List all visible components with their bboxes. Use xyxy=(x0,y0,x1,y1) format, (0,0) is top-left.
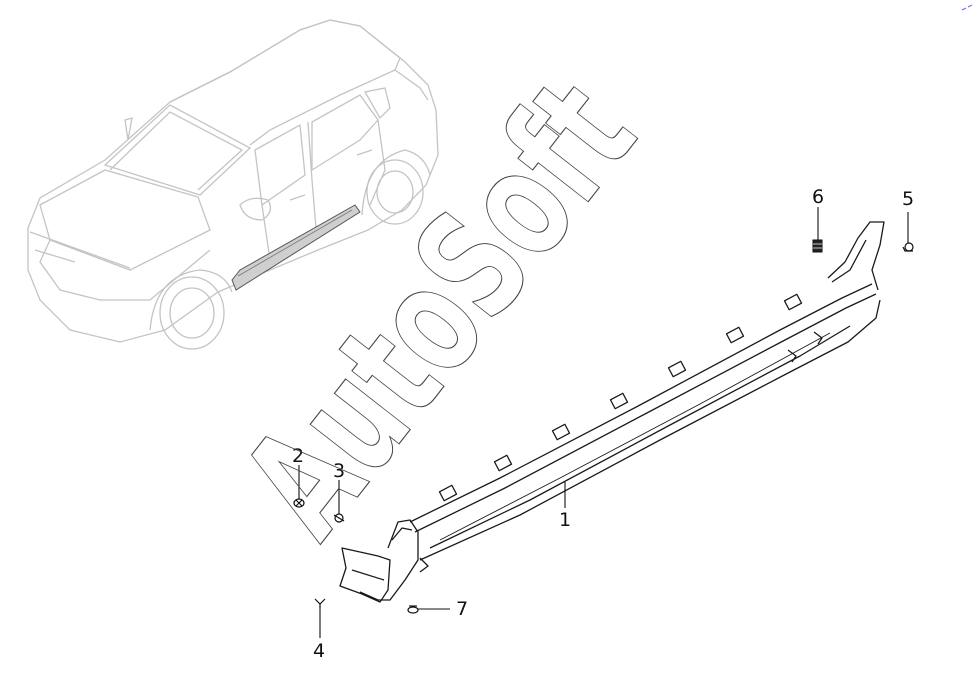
watermark: AutoSoft xyxy=(211,50,668,567)
callout-1: 1 xyxy=(559,509,571,531)
callout-7: 7 xyxy=(456,598,468,620)
vehicle-overview xyxy=(27,19,439,350)
callout-4: 4 xyxy=(313,640,325,662)
corner-mark xyxy=(961,4,973,11)
callout-6: 6 xyxy=(812,186,824,208)
fastener-4 xyxy=(314,598,326,608)
side-sill-moulding xyxy=(339,221,885,603)
clip-row xyxy=(438,293,803,502)
callout-2: 2 xyxy=(292,445,304,467)
fastener-5 xyxy=(902,242,914,252)
fastener-6 xyxy=(812,239,823,253)
callout-5: 5 xyxy=(902,188,914,210)
sill-highlight xyxy=(231,204,361,291)
fastener-7 xyxy=(407,605,419,614)
callout-3: 3 xyxy=(333,460,345,482)
leader-lines xyxy=(298,207,909,638)
